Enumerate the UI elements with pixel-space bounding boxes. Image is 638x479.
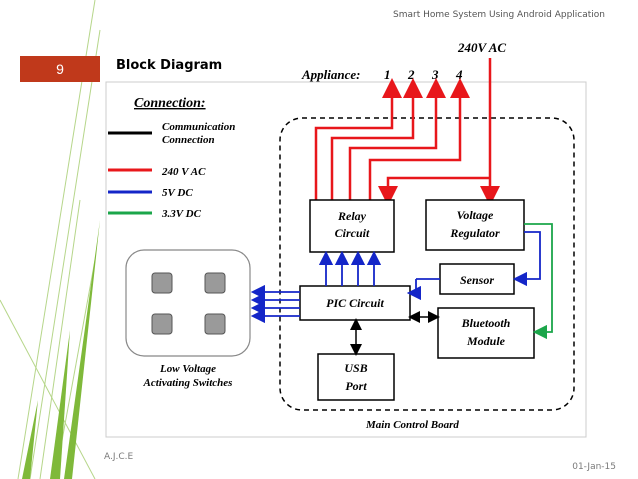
svg-text:Port: Port — [345, 379, 367, 393]
ac-source-label: 240V AC — [457, 40, 506, 55]
sensor-block — [439, 263, 515, 295]
ac-line-3 — [348, 78, 446, 200]
svg-text:Sensor: Sensor — [460, 273, 494, 287]
usb-block — [317, 353, 395, 401]
regulator-block — [425, 199, 525, 251]
slide-title: Block Diagram — [116, 58, 223, 73]
legend-ac: 240 V AC — [161, 166, 206, 178]
svg-text:Module: Module — [466, 334, 506, 348]
svg-text:Circuit: Circuit — [335, 226, 370, 240]
switch-4 — [204, 313, 226, 335]
appliance-4: 4 — [455, 67, 463, 82]
presentation-title: Smart Home System Using Android Applicat… — [393, 10, 605, 20]
svg-text:USB: USB — [344, 361, 367, 375]
legend-comm-line1: Communication — [162, 121, 235, 133]
main-board-outline — [279, 117, 575, 411]
slide-number-badge: 9 — [20, 56, 100, 82]
footer-author: A.J.C.E — [104, 452, 134, 462]
switch-1 — [151, 272, 173, 294]
svg-text:Relay: Relay — [337, 209, 367, 223]
switch-3 — [151, 313, 173, 335]
ac-feed-relay — [378, 176, 490, 206]
footer-date: 01-Jan-15 — [572, 462, 616, 472]
switch-2 — [204, 272, 226, 294]
legend-5v: 5V DC — [162, 187, 193, 199]
svg-text:Bluetooth: Bluetooth — [461, 316, 511, 330]
legend-comm-line2: Connection — [162, 134, 215, 146]
ac-line-4 — [368, 78, 470, 200]
legend-3v3: 3.3V DC — [161, 208, 202, 220]
switch-panel — [125, 249, 251, 357]
appliance-3: 3 — [431, 67, 439, 82]
relay-block — [309, 199, 395, 253]
bluetooth-block — [437, 307, 535, 359]
appliance-1: 1 — [384, 67, 391, 82]
pic-block — [299, 285, 411, 321]
appliance-2: 2 — [407, 67, 415, 82]
svg-text:Voltage: Voltage — [457, 208, 494, 222]
ac-line-2 — [330, 78, 423, 200]
svg-text:PIC Circuit: PIC Circuit — [326, 296, 384, 310]
ac-line-1 — [314, 78, 402, 200]
appliance-label: Appliance: — [301, 67, 361, 82]
switches-label-1: Low Voltage — [159, 363, 216, 375]
svg-text:Regulator: Regulator — [449, 226, 500, 240]
board-label: Main Control Board — [365, 419, 459, 431]
switches-label-2: Activating Switches — [143, 377, 233, 389]
legend-title: Connection: — [134, 96, 206, 111]
